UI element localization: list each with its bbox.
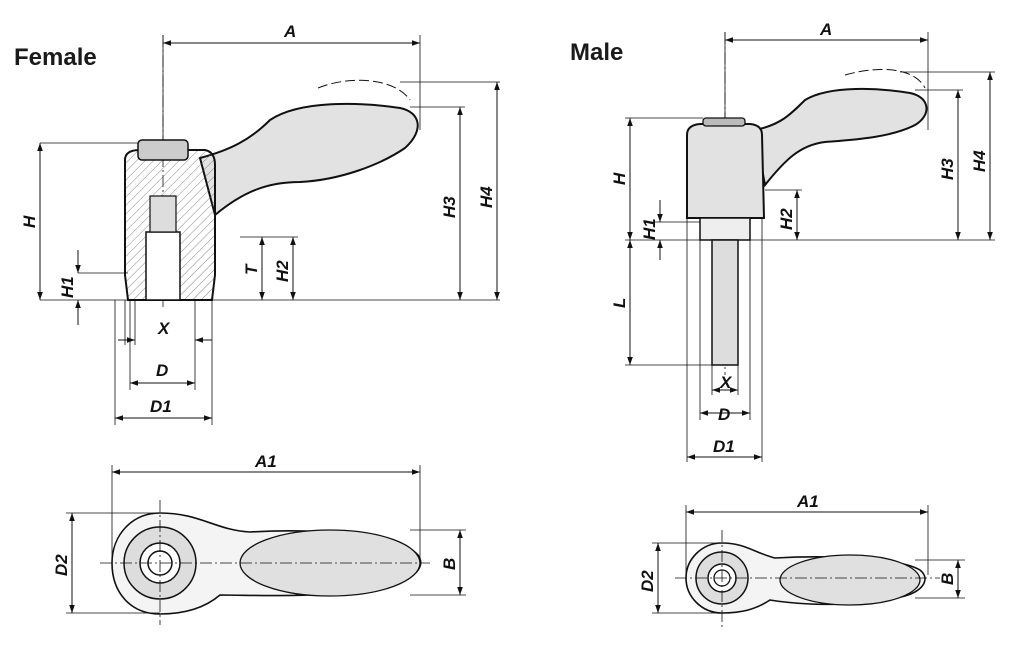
male-threaded-stud: [711, 239, 739, 366]
female-label-H1: H1: [58, 276, 77, 298]
female-label-H2: H2: [273, 260, 292, 282]
female-label-H4: H4: [477, 186, 496, 208]
male-label-D1: D1: [713, 437, 735, 456]
male-label-D: D: [718, 405, 730, 424]
male-label-H4: H4: [970, 150, 989, 172]
female-label-X: X: [157, 319, 171, 338]
female-label-D: D: [156, 361, 168, 380]
female-label-D1: D1: [150, 397, 172, 416]
female-label-H: H: [20, 215, 39, 228]
male-label-H1: H1: [640, 218, 659, 240]
male-side-view: Male A H H1 H2 L H3 H4 X D D1: [570, 20, 995, 462]
female-top-view: A1 D2 B: [52, 452, 466, 625]
female-label-A1: A1: [254, 452, 277, 471]
female-lever: [198, 102, 419, 217]
female-side-view: Female A H H1 T H2 H3 H4 X D: [14, 22, 500, 425]
male-label-X: X: [719, 373, 733, 392]
female-label-T: T: [242, 263, 261, 275]
male-title: Male: [570, 39, 623, 66]
lever-swing-ghost: [844, 68, 926, 89]
male-top-view: A1 D2 B: [638, 492, 965, 628]
female-label-D2: D2: [52, 554, 71, 576]
lever-swing-ghost: [317, 79, 411, 101]
female-label-H3: H3: [440, 196, 459, 218]
male-label-H2: H2: [777, 208, 796, 230]
female-label-B: B: [440, 558, 459, 570]
male-label-A: A: [819, 20, 832, 39]
male-label-A1: A1: [796, 492, 819, 511]
male-label-B: B: [938, 573, 957, 585]
female-label-A: A: [283, 22, 296, 41]
female-push-button: [137, 139, 189, 161]
male-label-L: L: [610, 298, 629, 308]
female-title: Female: [14, 44, 97, 71]
male-label-D2: D2: [638, 570, 657, 592]
male-hub: [686, 123, 766, 219]
male-label-H: H: [610, 172, 629, 185]
male-lever: [753, 87, 928, 188]
male-label-H3: H3: [938, 158, 957, 180]
